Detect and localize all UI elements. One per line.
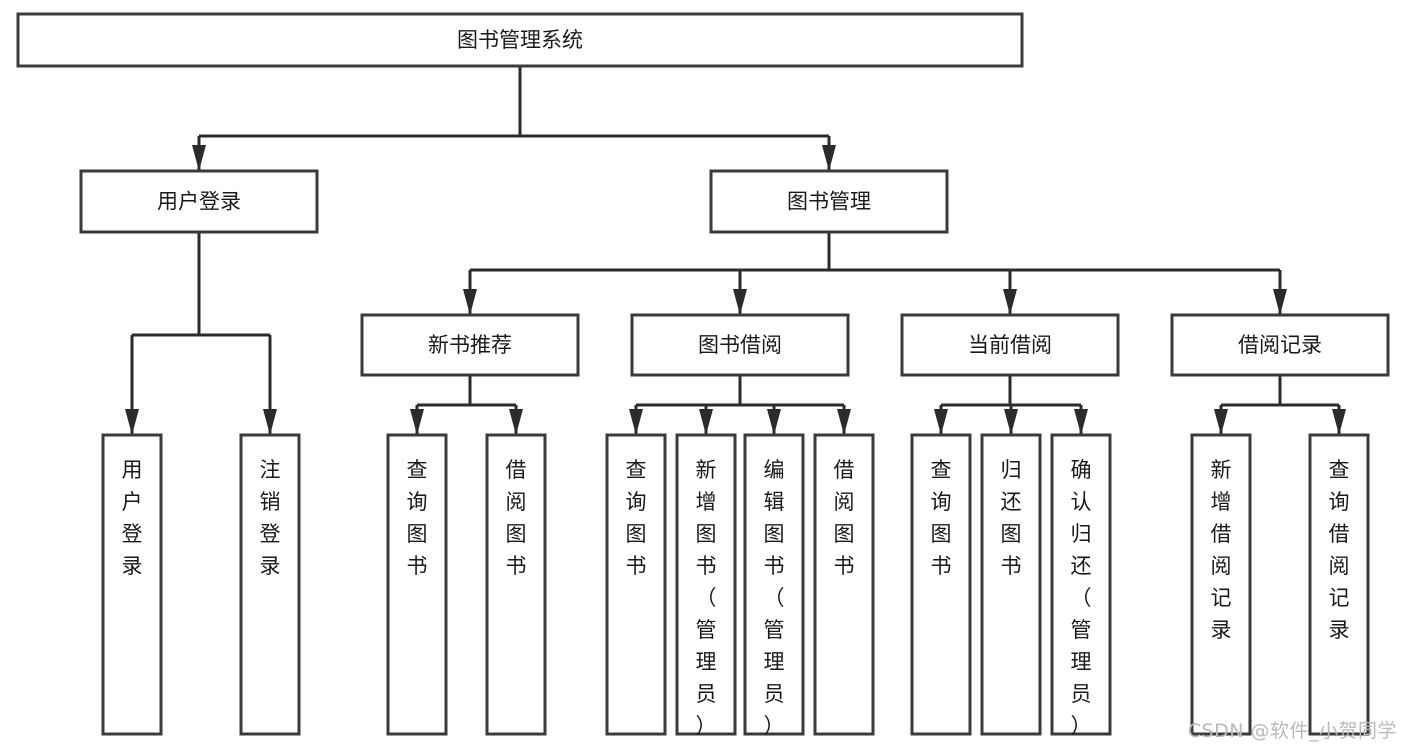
node-box-outline: [980, 433, 1042, 736]
node-level3-当前借阅[interactable]: 当前借阅: [900, 313, 1120, 377]
arrow-down-icon: [822, 145, 836, 171]
node-box-outline: [709, 169, 949, 234]
arrow-down-icon: [125, 409, 139, 435]
node-label: 新书推荐: [428, 333, 512, 357]
node-leaf-归还图书-9[interactable]: 归还图书: [980, 433, 1042, 736]
node-leaf-查询图书-2[interactable]: 查询图书: [386, 433, 448, 736]
node-leaf-新增图书管理员-5[interactable]: 新增图书（管理员）: [675, 433, 737, 738]
node-level2-图书管理[interactable]: 图书管理: [709, 169, 949, 234]
node-label: 查询图书: [931, 458, 952, 578]
node-level3-借阅记录[interactable]: 借阅记录: [1170, 313, 1390, 377]
arrow-down-icon: [410, 409, 424, 435]
arrow-down-icon: [629, 409, 643, 435]
node-label: 查询借阅记录: [1329, 458, 1350, 642]
arrow-down-icon: [192, 145, 206, 171]
arrow-down-icon: [934, 409, 948, 435]
arrow-down-icon: [1004, 409, 1018, 435]
node-leaf-注销登录-1[interactable]: 注销登录: [239, 433, 301, 736]
arrow-down-icon: [699, 409, 713, 435]
node-box-outline: [813, 433, 875, 736]
arrow-down-icon: [1273, 289, 1287, 315]
node-leaf-新增借阅记录-11[interactable]: 新增借阅记录: [1190, 433, 1252, 736]
node-label: 确认归还（管理员）: [1071, 458, 1092, 738]
node-label: 用户登录: [122, 458, 143, 578]
arrow-down-icon: [263, 409, 277, 435]
node-label: 新增图书（管理员）: [696, 458, 717, 738]
arrow-down-icon: [1214, 409, 1228, 435]
node-box-outline: [386, 433, 448, 736]
node-leaf-查询图书-4[interactable]: 查询图书: [605, 433, 667, 736]
arrow-down-icon: [767, 409, 781, 435]
node-box-outline: [79, 169, 319, 234]
arrow-down-icon: [837, 409, 851, 435]
node-box-outline: [16, 12, 1024, 68]
node-box-outline: [485, 433, 547, 736]
node-leaf-确认归还管理员-10[interactable]: 确认归还（管理员）: [1050, 433, 1112, 738]
node-leaf-借阅图书-3[interactable]: 借阅图书: [485, 433, 547, 736]
node-box-outline: [360, 313, 580, 377]
arrow-down-icon: [733, 289, 747, 315]
node-level3-图书借阅[interactable]: 图书借阅: [630, 313, 850, 377]
node-root-图书管理系统[interactable]: 图书管理系统: [16, 12, 1024, 68]
node-box-outline: [1308, 433, 1370, 736]
node-box-outline: [1170, 313, 1390, 377]
node-label: 当前借阅: [968, 333, 1052, 357]
node-label: 借阅图书: [834, 458, 855, 578]
node-box-outline: [239, 433, 301, 736]
arrow-down-icon: [1074, 409, 1088, 435]
node-label: 图书借阅: [698, 333, 782, 357]
node-box-outline: [743, 433, 805, 736]
node-level3-新书推荐[interactable]: 新书推荐: [360, 313, 580, 377]
node-leaf-编辑图书管理员-6[interactable]: 编辑图书（管理员）: [743, 433, 805, 738]
node-layer: 图书管理系统用户登录图书管理新书推荐图书借阅当前借阅借阅记录用户登录注销登录查询…: [16, 12, 1390, 738]
node-leaf-查询图书-8[interactable]: 查询图书: [910, 433, 972, 736]
node-box-outline: [101, 433, 163, 736]
node-label: 编辑图书（管理员）: [764, 458, 785, 738]
node-leaf-借阅图书-7[interactable]: 借阅图书: [813, 433, 875, 736]
watermark-label: CSDN @软件_小贺同学: [1187, 720, 1397, 742]
node-label: 查询图书: [407, 458, 428, 578]
node-label: 查询图书: [626, 458, 647, 578]
node-leaf-查询借阅记录-12[interactable]: 查询借阅记录: [1308, 433, 1370, 736]
node-leaf-用户登录-0[interactable]: 用户登录: [101, 433, 163, 736]
node-box-outline: [675, 433, 737, 736]
node-label: 图书管理: [787, 190, 871, 214]
node-label: 借阅图书: [506, 458, 527, 578]
node-label: 注销登录: [260, 458, 281, 578]
node-label: 借阅记录: [1238, 333, 1322, 357]
node-box-outline: [1050, 433, 1112, 736]
node-label: 归还图书: [1001, 458, 1022, 578]
arrow-down-icon: [463, 289, 477, 315]
arrow-down-icon: [1003, 289, 1017, 315]
node-level2-用户登录[interactable]: 用户登录: [79, 169, 319, 234]
arrow-down-icon: [1332, 409, 1346, 435]
connector-layer: [125, 66, 1346, 435]
node-box-outline: [910, 433, 972, 736]
node-label: 新增借阅记录: [1211, 458, 1232, 642]
arrow-down-icon: [509, 409, 523, 435]
node-box-outline: [900, 313, 1120, 377]
node-box-outline: [605, 433, 667, 736]
node-box-outline: [1190, 433, 1252, 736]
node-label: 用户登录: [157, 190, 241, 214]
node-label: 图书管理系统: [457, 28, 583, 52]
node-box-outline: [630, 313, 850, 377]
